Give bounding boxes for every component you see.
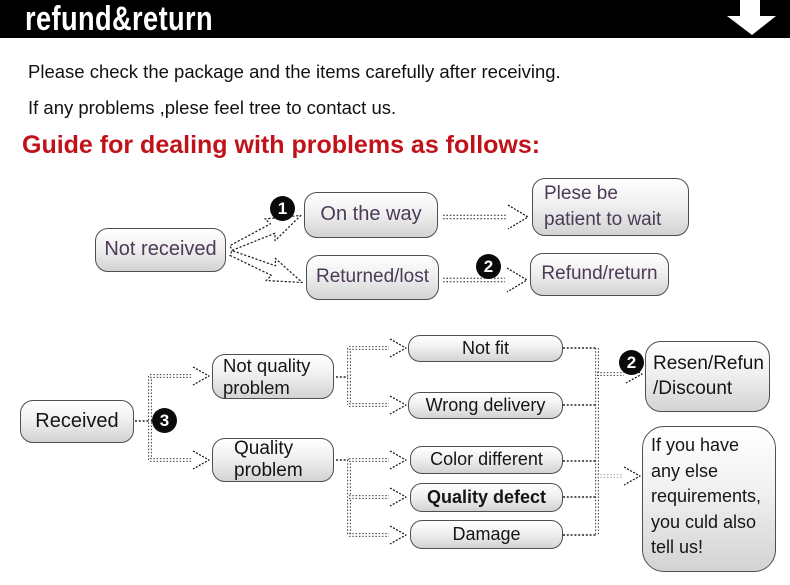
- node-returned-lost: Returned/lost: [306, 255, 439, 300]
- node-on-the-way: On the way: [304, 192, 438, 238]
- step-1-badge: 1: [270, 196, 295, 221]
- node-damage: Damage: [410, 520, 563, 549]
- node-more-requirements: If you have any else requirements, you c…: [642, 426, 776, 572]
- node-quality-defect: Quality defect: [410, 483, 563, 512]
- step-2-badge-refund: 2: [476, 254, 501, 279]
- intro-line-1: Please check the package and the items c…: [28, 61, 561, 82]
- step-2-badge-resend: 2: [619, 350, 644, 375]
- intro-line-2: If any problems ,plese feel tree to cont…: [28, 97, 397, 118]
- node-refund-return: Refund/return: [530, 253, 669, 296]
- node-resen-refund-discount: Resen/Refun /Discount: [645, 341, 770, 412]
- node-quality-problem: Quality problem: [212, 438, 334, 482]
- page-title: refund&return: [25, 0, 214, 38]
- node-not-received: Not received: [95, 228, 226, 272]
- step-3-badge: 3: [152, 408, 177, 433]
- node-not-fit: Not fit: [408, 335, 563, 362]
- node-not-quality-problem: Not quality problem: [212, 354, 334, 399]
- node-received: Received: [20, 400, 134, 443]
- node-wrong-delivery: Wrong delivery: [408, 392, 563, 419]
- down-arrow-icon: [727, 0, 776, 35]
- node-be-patient: Plese be patient to wait: [532, 178, 689, 236]
- guide-heading: Guide for dealing with problems as follo…: [22, 131, 541, 159]
- header-bar: refund&return: [0, 0, 790, 38]
- node-color-different: Color different: [410, 446, 563, 474]
